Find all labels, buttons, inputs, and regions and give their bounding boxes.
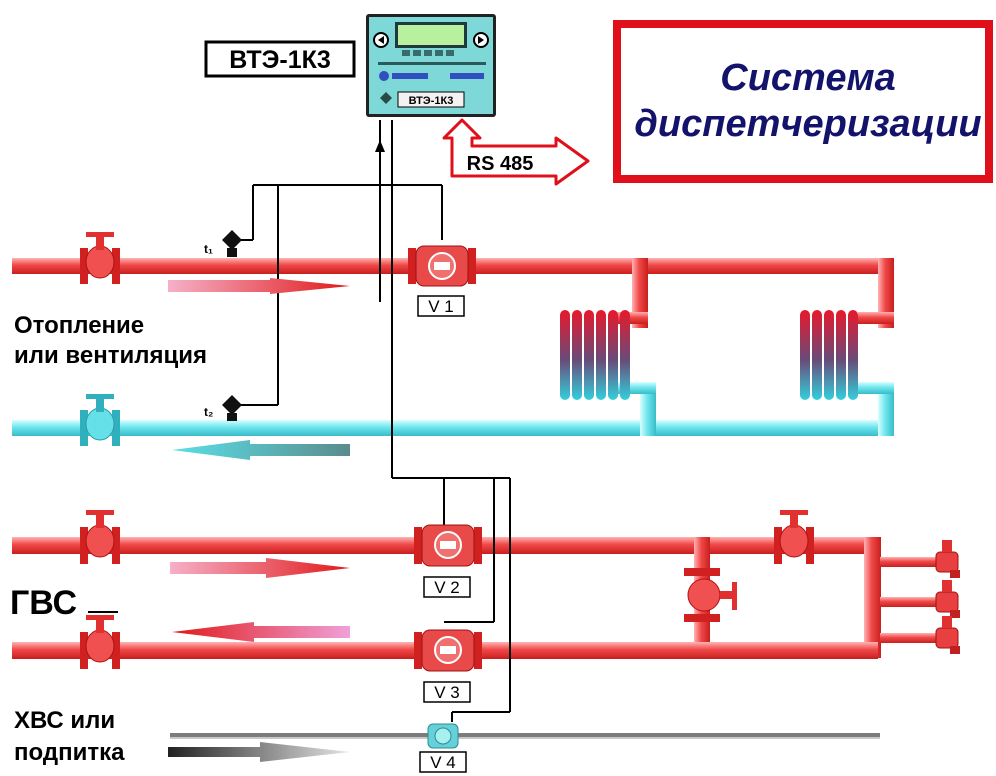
valve-heating-return: [80, 394, 120, 446]
meter-label-v4: V 4: [419, 751, 467, 773]
dispatch-line1: Система: [720, 57, 895, 99]
flow-meter-v2: [414, 524, 482, 567]
meter-label-v2: V 2: [423, 576, 471, 598]
meter-v1-text: V 1: [428, 297, 454, 316]
radiator-2: [800, 310, 858, 400]
valve-hot-water-return: [80, 615, 120, 669]
cold-water-pipe: [170, 733, 880, 739]
heating-return-pipe: [12, 382, 894, 436]
wire-arrow: [375, 140, 385, 152]
heating-label-line1: Отопление: [14, 312, 144, 339]
flow-meter-v3: [414, 629, 482, 672]
water-tap-2: [935, 580, 960, 618]
heating-label-line2: или вентиляция: [14, 342, 207, 369]
rs485-arrow: RS 485: [442, 118, 590, 186]
water-tap-3: [935, 616, 960, 654]
valve-heating-supply: [80, 232, 120, 284]
valve-hot-water-branch: [774, 510, 814, 564]
home-icon: [380, 92, 392, 104]
meter-v4-text: V 4: [430, 753, 456, 772]
dispatch-system-box: Система диспетчеризации: [613, 20, 993, 183]
flow-arrow-hot-water-return: [172, 622, 350, 642]
meter-label-v3: V 3: [423, 681, 471, 703]
valve-hot-water-supply: [80, 510, 120, 564]
cold-water-label-line1: ХВС или: [14, 707, 115, 734]
sensor-label-t1: t₁: [204, 242, 213, 256]
hot-water-label: ГВС: [10, 584, 77, 622]
temperature-sensor-t1: t₁: [204, 230, 242, 257]
signal-wiring: [240, 120, 511, 722]
flow-arrow-heating-supply: [168, 278, 350, 294]
device-screen-label: ВТЭ-1К3: [409, 95, 454, 107]
meter-v3-text: V 3: [434, 683, 460, 702]
heat-calculator-device: ВТЭ-1К3: [366, 14, 496, 117]
cold-water-label-line2: подпитка: [14, 739, 125, 766]
meter-v2-text: V 2: [434, 578, 460, 597]
meter-label-v1: V 1: [417, 295, 465, 317]
flow-arrow-heating-return: [172, 440, 350, 460]
water-tap-1: [935, 540, 960, 578]
device-tag-label: ВТЭ-1К3: [229, 46, 331, 74]
rs485-label: RS 485: [467, 153, 534, 175]
device-tag: ВТЭ-1К3: [204, 40, 356, 78]
valve-hot-water-bypass: [684, 568, 737, 622]
flow-arrow-hot-water-supply: [170, 558, 350, 578]
flow-arrow-cold-water: [168, 742, 350, 762]
radiator-1: [560, 310, 630, 400]
sensor-label-t2: t₂: [204, 405, 213, 419]
temperature-sensor-t2: t₂: [204, 395, 242, 421]
flow-meter-v4: [427, 723, 459, 749]
flow-meter-v1: [408, 245, 476, 287]
dispatch-line2: диспетчеризации: [634, 103, 981, 145]
